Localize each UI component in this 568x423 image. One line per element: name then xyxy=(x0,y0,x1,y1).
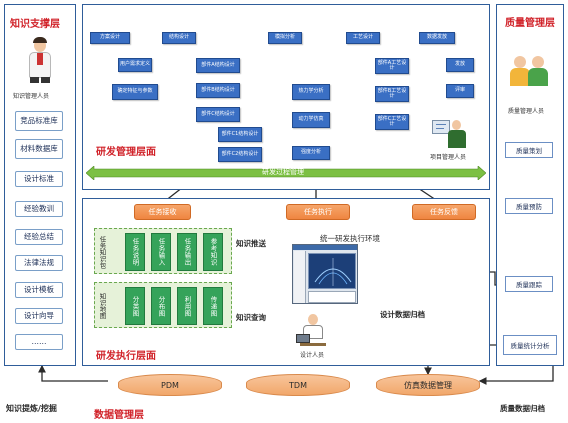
quality-manager-label: 质量管理人员 xyxy=(508,108,545,115)
knowledge-item-summary[interactable]: 经验总结 xyxy=(15,229,63,245)
pack-task-desc[interactable]: 任务说明 xyxy=(125,233,145,271)
design-archive-label: 设计数据归档 xyxy=(380,310,425,319)
box-strength[interactable]: 强度分析 xyxy=(292,146,330,160)
rd-management-title: 研发管理层面 xyxy=(96,147,156,158)
pack-ref-knowledge[interactable]: 参考知识 xyxy=(203,233,223,271)
project-manager-icon xyxy=(432,118,468,150)
designer-icon xyxy=(296,314,326,346)
knowledge-item-competitor-standards[interactable]: 竞品标准库 xyxy=(15,111,63,131)
knowledge-query-label: 知识查询 xyxy=(236,313,266,322)
knowledge-item-more[interactable]: …… xyxy=(15,334,63,350)
box-spec[interactable]: 确定特征与参数 xyxy=(112,84,158,100)
quality-prevention[interactable]: 质量预防 xyxy=(505,198,553,214)
pack-task-output[interactable]: 任务输出 xyxy=(177,233,197,271)
box-proc-a[interactable]: 部件A工艺设计 xyxy=(375,58,409,74)
knowledge-push-label: 知识推送 xyxy=(236,239,266,248)
box-part-c1[interactable]: 部件C1结构设计 xyxy=(218,127,262,142)
project-manager-label: 项目管理人员 xyxy=(430,154,467,161)
knowledge-item-design-template[interactable]: 设计模板 xyxy=(15,282,63,298)
knowledge-map: 知识地图 分类图 分布图 利用图 传递图 xyxy=(94,282,232,328)
knowledge-item-material-db[interactable]: 材料数据库 xyxy=(15,139,63,159)
knowledge-support-title: 知识支撑层 xyxy=(10,19,60,30)
knowledge-manager-label: 知识管理人员 xyxy=(13,93,50,100)
knowledge-pack: 任务知识包 任务说明 任务输入 任务输出 参考知识 xyxy=(94,228,232,274)
map-utilization[interactable]: 利用图 xyxy=(177,287,197,325)
box-user-need[interactable]: 用户需求定义 xyxy=(118,58,152,72)
knowledge-support-panel: 知识支撑层 知识管理人员 竞品标准库 材料数据库 设计标准 经验教训 经验总结 … xyxy=(4,4,76,366)
knowledge-item-regulations[interactable]: 法律法规 xyxy=(15,255,63,271)
box-proc-b[interactable]: 部件B工艺设计 xyxy=(375,86,409,102)
task-feedback[interactable]: 任务反馈 xyxy=(412,204,476,220)
quality-tracking[interactable]: 质量跟踪 xyxy=(505,276,553,292)
quality-title: 质量管理层 xyxy=(505,18,555,29)
knowledge-item-lessons[interactable]: 经验教训 xyxy=(15,201,63,217)
unified-env-label: 统一研发执行环境 xyxy=(320,234,380,243)
map-transfer[interactable]: 传递图 xyxy=(203,287,223,325)
box-proc-c[interactable]: 部件C工艺设计 xyxy=(375,114,409,130)
box-data-release[interactable]: 数据发放 xyxy=(419,32,455,44)
process-management-bar: 研发过程管理 xyxy=(86,166,486,180)
quality-manager-icon xyxy=(510,52,550,88)
box-process-design[interactable]: 工艺设计 xyxy=(346,32,380,44)
data-management-title: 数据管理层 xyxy=(94,410,144,421)
knowledge-manager-icon xyxy=(27,37,53,83)
quality-panel xyxy=(496,4,564,366)
knowledge-map-label: 知识地图 xyxy=(98,293,106,319)
box-part-b[interactable]: 部件B结构设计 xyxy=(196,83,240,98)
designer-label: 设计人员 xyxy=(300,352,325,359)
box-simulation[interactable]: 模拟分析 xyxy=(268,32,302,44)
knowledge-item-design-standard[interactable]: 设计标准 xyxy=(15,171,63,187)
task-execute[interactable]: 任务执行 xyxy=(286,204,350,220)
knowledge-mining-label: 知识提炼/挖掘 xyxy=(6,404,57,413)
rd-execution-title: 研发执行层面 xyxy=(96,351,156,362)
execution-environment-screen[interactable] xyxy=(292,244,358,304)
box-release[interactable]: 发放 xyxy=(446,58,474,72)
box-dynamics[interactable]: 动力学仿真 xyxy=(292,112,330,128)
db-pdm[interactable]: PDM xyxy=(118,374,222,396)
process-management-label: 研发过程管理 xyxy=(262,168,304,176)
quality-statistics[interactable]: 质量统计分析 xyxy=(503,335,557,355)
quality-archive-label: 质量数据归档 xyxy=(500,404,545,413)
task-receive[interactable]: 任务接收 xyxy=(134,204,191,220)
map-distribution[interactable]: 分布图 xyxy=(151,287,171,325)
map-classification[interactable]: 分类图 xyxy=(125,287,145,325)
knowledge-pack-label: 任务知识包 xyxy=(98,235,106,269)
quality-planning[interactable]: 质量策划 xyxy=(505,142,553,158)
db-tdm[interactable]: TDM xyxy=(246,374,350,396)
box-review[interactable]: 评审 xyxy=(446,84,474,98)
knowledge-item-design-wizard[interactable]: 设计向导 xyxy=(15,308,63,324)
db-simulation[interactable]: 仿真数据管理 xyxy=(376,374,480,396)
box-scheme-design[interactable]: 方案设计 xyxy=(90,32,130,44)
box-structure-design[interactable]: 结构设计 xyxy=(162,32,196,44)
box-part-a[interactable]: 部件A结构设计 xyxy=(196,58,240,73)
box-thermal[interactable]: 热力学分析 xyxy=(292,84,330,100)
box-part-c[interactable]: 部件C结构设计 xyxy=(196,107,240,122)
box-part-c2[interactable]: 部件C2结构设计 xyxy=(218,147,262,162)
pack-task-input[interactable]: 任务输入 xyxy=(151,233,171,271)
